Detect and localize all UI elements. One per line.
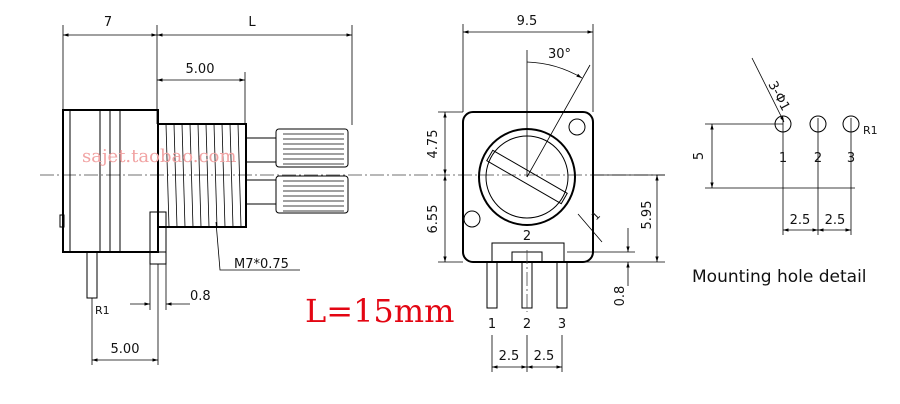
dim-bottom: 0.8: [613, 286, 628, 307]
dim-pin-spacing: 5.00: [111, 342, 140, 357]
thread-line: [237, 123, 242, 228]
pin-label-side: R1: [95, 304, 110, 317]
dim-width: 9.5: [517, 14, 538, 29]
thread-line: [221, 123, 226, 228]
front-pitch-2: 2.5: [534, 349, 555, 364]
knurl-lines: [283, 133, 344, 212]
hole-pin-label: R1: [863, 124, 878, 137]
side-view: 7 L 5.00 M7*0.75 0.8 R1 5.00: [59, 15, 353, 365]
front-pitch-1: 2.5: [499, 349, 520, 364]
hole-detail-caption: Mounting hole detail: [692, 267, 867, 287]
shaft-upper: [275, 128, 349, 168]
thread-line: [213, 123, 218, 228]
thread-line: [205, 123, 210, 228]
front-pin-label-1: 1: [488, 317, 496, 332]
dim-body: 7: [104, 15, 112, 30]
mount-hole-bottom-left: [463, 210, 481, 228]
dim-upper: 4.75: [426, 130, 441, 159]
pin-marker-2: 2: [523, 229, 531, 244]
thread-line: [229, 123, 234, 228]
hole-pin-label-2: 2: [814, 151, 822, 166]
thread-line: [197, 123, 202, 228]
front-pin-3: [556, 261, 568, 309]
watermark: sajet.taobao.com: [82, 146, 236, 167]
hole-pitch-2: 2.5: [825, 213, 846, 228]
hole-pin-label-3: 3: [847, 151, 855, 166]
front-pin-label-2: 2: [523, 317, 531, 332]
thread-line: [181, 123, 186, 228]
front-view: 30° 1 2 1 2 3 2.5 2.5 9.5 4.: [426, 14, 665, 372]
hole-pitch-1: 2.5: [790, 213, 811, 228]
thread-lines: [165, 123, 242, 228]
mount-hole-top-right: [568, 118, 586, 136]
dim-shaft-length: L: [248, 15, 256, 30]
hole-pin-label-1: 1: [779, 151, 787, 166]
front-pin-label-3: 3: [558, 317, 566, 332]
front-pin-1: [486, 261, 498, 309]
dim-pin-offset: 0.8: [190, 289, 211, 304]
hole-detail: 5 3-Φ1 R1 1 2 3 2.5 2.5 Mounting hole de…: [692, 57, 878, 287]
thread-label: M7*0.75: [234, 257, 289, 272]
dim-thread: 5.00: [186, 62, 215, 77]
pin-marker-1: 1: [589, 209, 603, 223]
hole-dim-height: 5: [692, 152, 707, 160]
pin-side-left: [86, 251, 98, 299]
hole-label: 3-Φ1: [764, 79, 792, 114]
shaft-length-note: L=15mm: [305, 292, 454, 330]
dim-lower: 6.55: [426, 205, 441, 234]
pin-side-right: [149, 251, 167, 265]
thread-line: [173, 123, 178, 228]
thread-line: [165, 123, 170, 228]
dim-right: 5.95: [640, 201, 655, 230]
angle-label: 30°: [548, 47, 571, 62]
thread-line: [189, 123, 194, 228]
threaded-bushing: [157, 123, 247, 228]
shaft-lower: [275, 175, 349, 214]
